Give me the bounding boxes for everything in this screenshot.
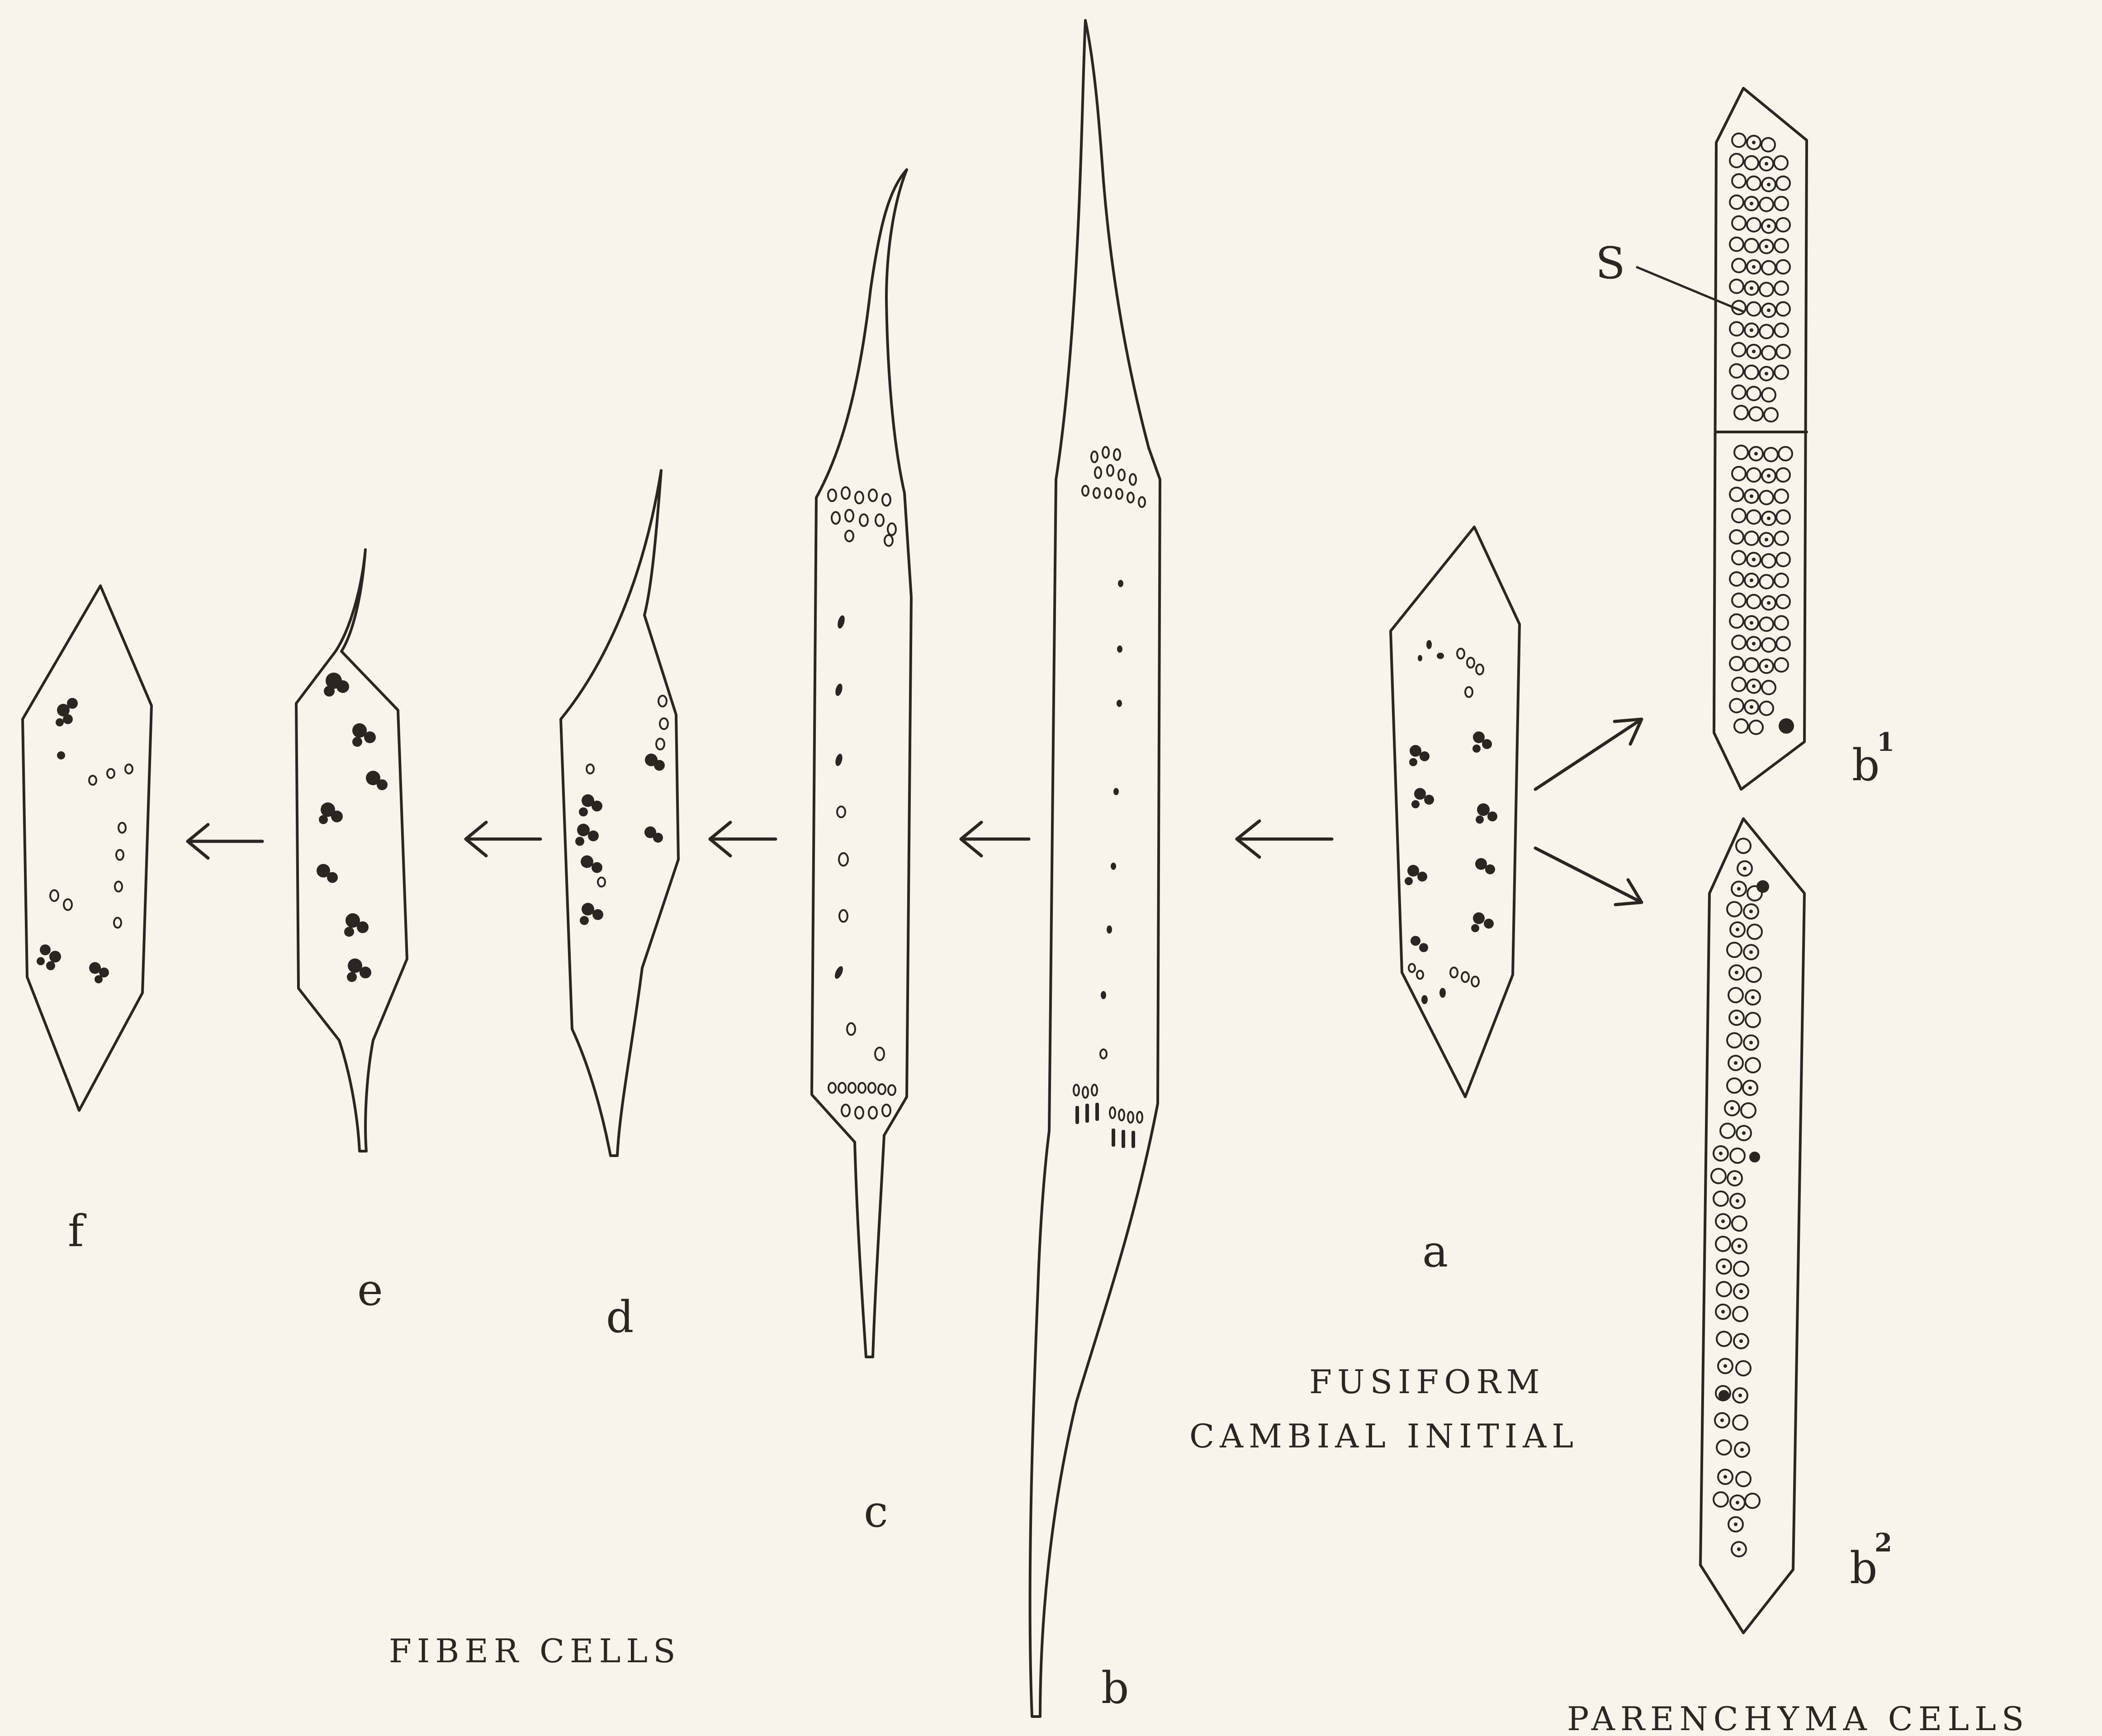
label-d: d [606, 1292, 634, 1342]
cell-a [1391, 527, 1520, 1097]
cell-b2 [1700, 819, 1804, 1633]
label-b2: b [1850, 1543, 1877, 1594]
cell-e [296, 550, 407, 1151]
cell-b1 [1714, 88, 1807, 789]
caption-fusiform-line2: CAMBIAL INITIAL [1189, 1417, 1579, 1455]
caption-parenchyma-cells: PARENCHYMA CELLS [1567, 1700, 2029, 1736]
label-b2-superscript: 2 [1875, 1528, 1892, 1558]
label-b1-superscript: 1 [1877, 727, 1894, 757]
label-b1: b [1852, 740, 1879, 791]
arrow-c-to-d [710, 822, 776, 856]
cell-d [561, 470, 678, 1156]
caption-fusiform-line1: FUSIFORM [1309, 1363, 1545, 1401]
arrow-b-to-c [961, 822, 1029, 856]
label-f: f [68, 1206, 87, 1257]
label-a: a [1422, 1226, 1448, 1277]
arrow-a-to-b2 [1535, 848, 1642, 905]
cell-b [1030, 20, 1160, 1717]
cell-f [23, 586, 151, 1110]
label-c: c [864, 1486, 888, 1537]
label-e: e [357, 1265, 383, 1315]
caption-fiber-cells: FIBER CELLS [389, 1632, 681, 1670]
arrow-e-to-f [188, 825, 262, 858]
arrow-a-to-b1 [1535, 719, 1642, 789]
label-b: b [1101, 1663, 1129, 1713]
arrow-d-to-e [466, 822, 540, 856]
cell-c [812, 170, 911, 1357]
arrow-a-to-b [1237, 821, 1332, 857]
pointer-s-label: S [1595, 238, 1625, 289]
